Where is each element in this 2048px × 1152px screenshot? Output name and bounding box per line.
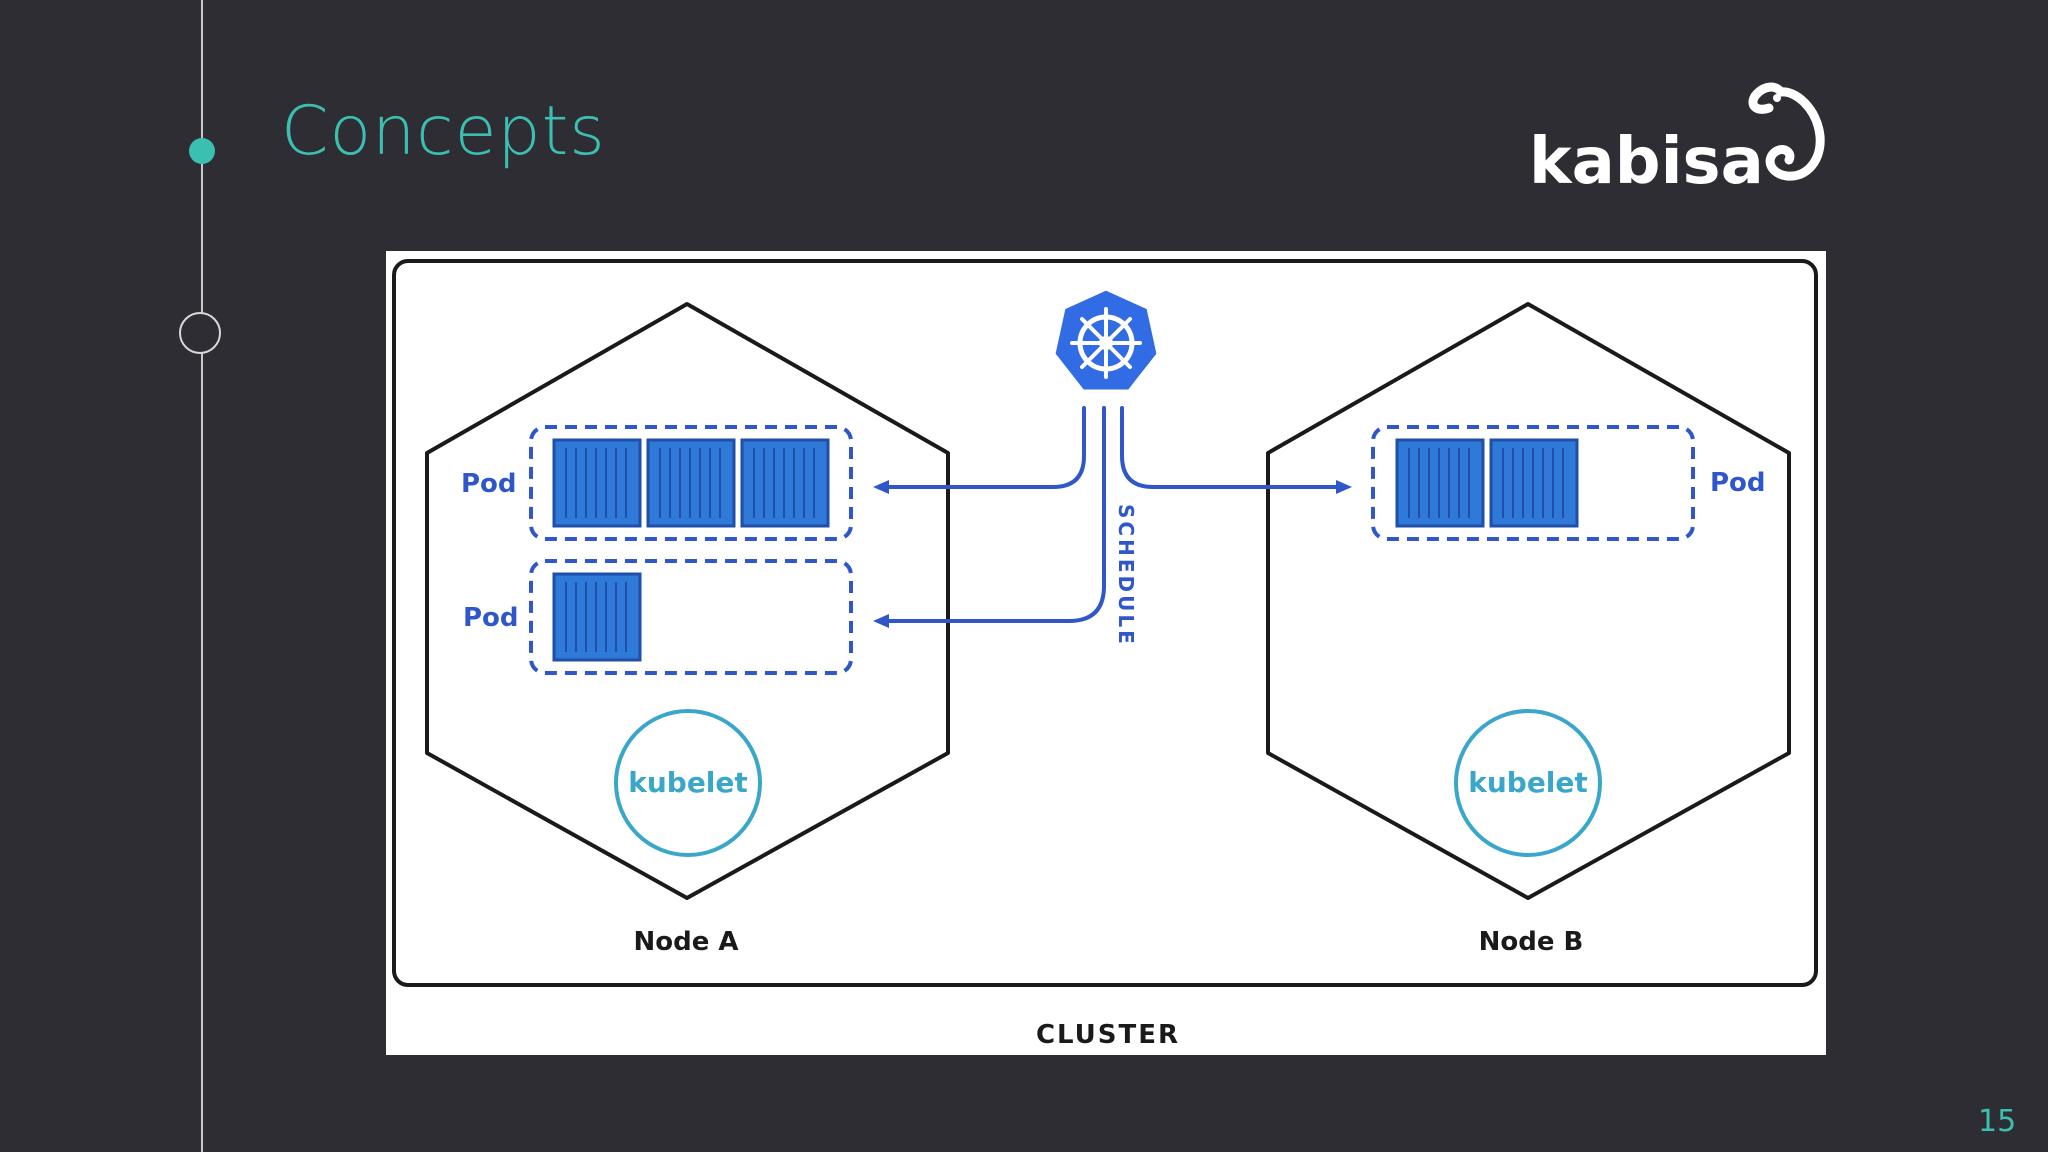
kubernetes-helm-icon <box>1052 287 1160 393</box>
node-a-pod-1-label: Pod <box>461 469 517 499</box>
chameleon-icon <box>1748 82 1825 181</box>
cluster-label: CLUSTER <box>1036 1020 1180 1050</box>
container-icon <box>1489 438 1579 528</box>
node-b-pod-1-boundary <box>1371 425 1695 541</box>
container-icon <box>740 438 830 528</box>
chameleon-eye-icon <box>1773 94 1781 102</box>
node-b-pod-1-containers <box>1395 438 1579 528</box>
container-icon <box>646 438 736 528</box>
timeline-dot-next <box>179 312 221 354</box>
node-a-pod-1-boundary <box>529 425 853 541</box>
kabisa-logo: kabisa <box>1529 82 1825 198</box>
node-b-pod-1-label: Pod <box>1710 468 1766 498</box>
schedule-arrow-to-node-a-pod-1 <box>873 406 1086 494</box>
node-b-kubelet-label: kubelet <box>1468 766 1588 799</box>
node-a-label: Node A <box>633 927 738 957</box>
node-b-kubelet-circle <box>1454 709 1602 857</box>
container-icon <box>552 438 642 528</box>
container-icon <box>1395 438 1485 528</box>
schedule-arrows <box>873 406 1352 628</box>
schedule-label: SCHEDULE <box>1114 504 1138 647</box>
node-a-kubelet-label: kubelet <box>628 766 748 799</box>
container-icon <box>552 572 642 662</box>
schedule-arrow-to-node-a-pod-2 <box>873 406 1106 628</box>
page-number: 15 <box>1978 1104 2017 1139</box>
node-a-pod-2-label: Pod <box>463 603 519 633</box>
timeline-dot-current <box>189 138 215 164</box>
node-a-kubelet-circle <box>614 709 762 857</box>
logo-text: kabisa <box>1529 125 1764 198</box>
node-a-pod-1-containers <box>552 438 830 528</box>
kubernetes-cluster-diagram: Pod Pod kubelet Node A Pod kubel <box>392 259 1818 1050</box>
schedule-arrow-to-node-b-pod-1 <box>1120 406 1352 494</box>
node-a-pod-2-boundary <box>529 559 853 675</box>
timeline-line <box>201 0 203 1152</box>
diagram-panel: Pod Pod kubelet Node A Pod kubel <box>386 251 1826 1055</box>
slide-title: Concepts <box>281 92 606 171</box>
node-b-label: Node B <box>1479 927 1584 957</box>
